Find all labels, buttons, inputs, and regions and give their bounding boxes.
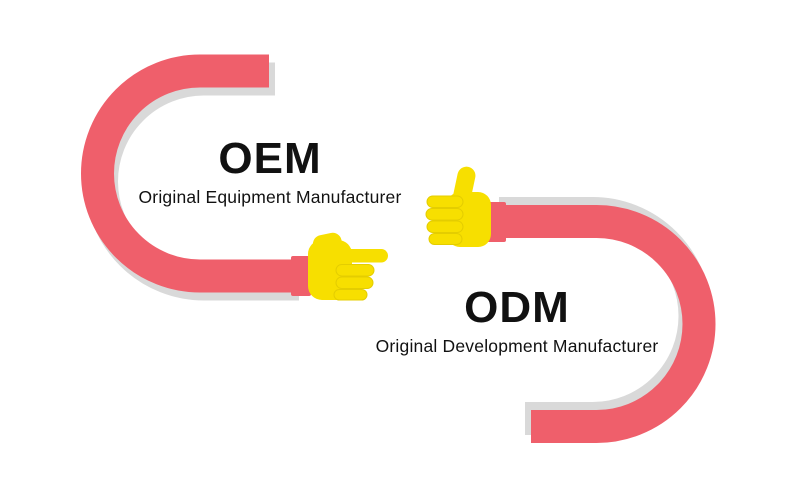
pointing-hand-icon [308, 232, 388, 301]
odm-subtitle: Original Development Manufacturer [375, 336, 659, 356]
thumbs-up-icon [425, 166, 491, 247]
odm-arm-shape [425, 166, 716, 443]
oem-sleeve-cuff [291, 256, 311, 296]
odm-arm [505, 205, 716, 443]
odm-label-block: ODM Original Development Manufacturer [375, 283, 659, 356]
odm-title: ODM [464, 283, 570, 332]
oem-title: OEM [218, 134, 322, 183]
oem-label-block: OEM Original Equipment Manufacturer [138, 134, 402, 207]
oem-subtitle: Original Equipment Manufacturer [138, 187, 402, 207]
oem-arm-shape [80, 54, 388, 301]
oem-arm [80, 54, 293, 293]
